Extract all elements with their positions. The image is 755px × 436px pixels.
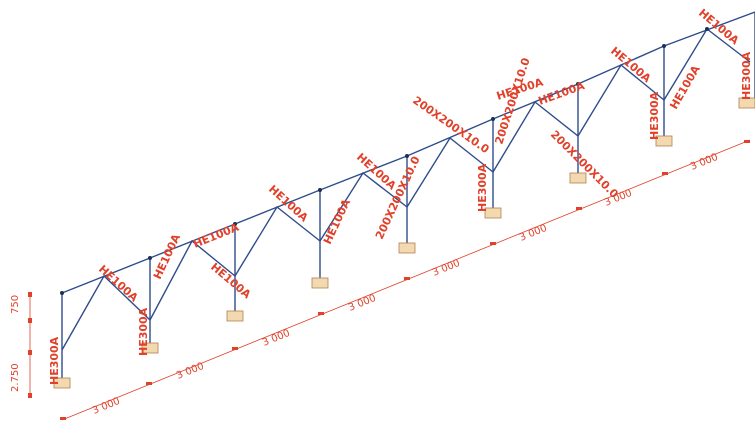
span-label: 3 000 [261,328,292,349]
node[interactable] [576,82,580,86]
section-label: HE300A [48,336,61,385]
support[interactable] [53,377,71,389]
section-label: HE100A [151,232,183,282]
dimension-tick [576,207,582,210]
support[interactable] [141,342,159,354]
section-label: HE300A [137,307,150,356]
height-label: 750 [10,295,21,314]
span-label: 3 000 [689,152,720,173]
dimension-tick [28,292,32,297]
support[interactable] [398,242,416,254]
node[interactable] [318,188,322,192]
brace-pair[interactable] [577,63,665,137]
section-label: 200X200X10.0 [548,128,621,201]
support[interactable] [484,207,502,219]
span-label: 3 000 [431,258,462,279]
dimension-tick [146,382,152,385]
section-labels: HE100A HE100A HE300A HE300A HE100A HE100… [48,6,753,385]
height-dimension: 2.750 750 [10,292,32,398]
posts [234,46,665,313]
section-label: HE100A [321,197,353,247]
brace-pair[interactable] [319,171,408,242]
dimension-tick [28,318,32,323]
section-label: HE300A [740,51,753,100]
section-label: HE100A [191,220,241,250]
dimension-tick [28,350,32,355]
node[interactable] [662,44,666,48]
section-label: HE300A [648,91,661,140]
section-label: HE100A [354,151,399,193]
dimension-tick [28,393,32,398]
support[interactable] [738,97,755,109]
node[interactable] [491,117,495,121]
span-label: 3 000 [518,223,549,244]
span-label: 3 000 [175,361,206,382]
brace-pair[interactable] [406,136,494,208]
brace-pair[interactable] [234,205,321,277]
section-label: HE100A [96,263,141,305]
dimension-tick [232,347,238,350]
dimension-tick [662,172,668,175]
node[interactable] [148,256,152,260]
node[interactable] [705,27,709,31]
span-label: 3 000 [347,293,378,314]
section-label: HE100A [208,260,254,301]
nodes [60,27,709,295]
node[interactable] [405,154,409,158]
brace-pair[interactable] [61,274,151,351]
dimension-tick [744,140,750,143]
dimension-tick [318,312,324,315]
brace-pair[interactable] [492,100,579,173]
support[interactable] [226,310,244,322]
support[interactable] [569,172,587,184]
dimension-tick [490,242,496,245]
section-label: HE100A [667,63,703,112]
dimension-tick [60,417,66,420]
section-label: HE100A [537,79,587,108]
span-label: 3 000 [91,396,122,417]
height-label: 2.750 [10,363,21,392]
support[interactable] [655,135,673,147]
columns [61,12,755,380]
node[interactable] [60,291,64,295]
brace-pair[interactable] [149,239,236,321]
section-label: HE100A [266,183,311,225]
section-label: HE100A [608,44,654,85]
section-label: HE300A [476,163,489,212]
supports [53,97,755,389]
dimension-tick [404,277,410,280]
support[interactable] [311,277,329,289]
section-label: HE100A [696,6,742,47]
node[interactable] [233,222,237,226]
